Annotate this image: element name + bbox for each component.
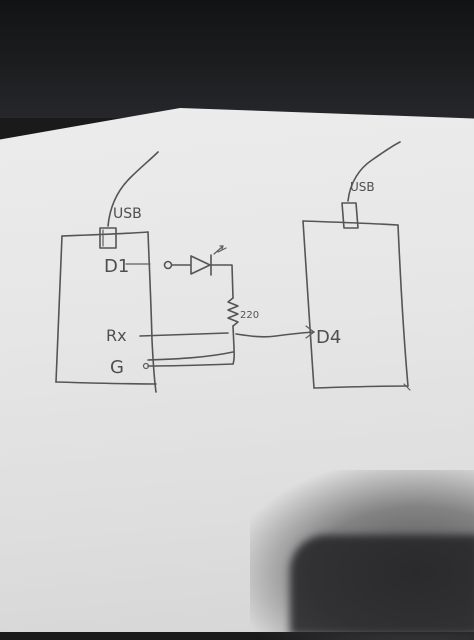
left-board [55, 231, 157, 393]
d4-arrow [305, 325, 315, 339]
right-board [302, 220, 411, 391]
pin-d4-label: D4 [316, 327, 341, 348]
wire-gnd [147, 363, 234, 367]
dark-background [0, 0, 474, 118]
wire-gnd-lower [147, 351, 234, 361]
led-symbol [190, 245, 227, 276]
wire-to-d4 [235, 331, 315, 338]
resistor-symbol [227, 297, 239, 327]
wire-resistor-ground [232, 325, 236, 365]
pin-rx-label: Rx [106, 326, 127, 345]
resistor-value-label: 220 [240, 310, 259, 321]
right-usb-cable [347, 141, 401, 202]
left-usb-connector [99, 227, 117, 249]
d1-pad [163, 260, 173, 270]
right-usb-connector [341, 202, 359, 229]
pin-gnd-label: G [110, 357, 124, 378]
wire-led-resistor [210, 264, 234, 299]
shadow-core [290, 535, 474, 635]
wire-rx [139, 332, 229, 337]
left-usb-cable [107, 151, 159, 227]
pin-d1-label: D1 [104, 256, 129, 277]
left-usb-label: USB [113, 206, 142, 222]
gnd-pad [142, 362, 150, 370]
right-usb-label: USB [350, 180, 375, 194]
